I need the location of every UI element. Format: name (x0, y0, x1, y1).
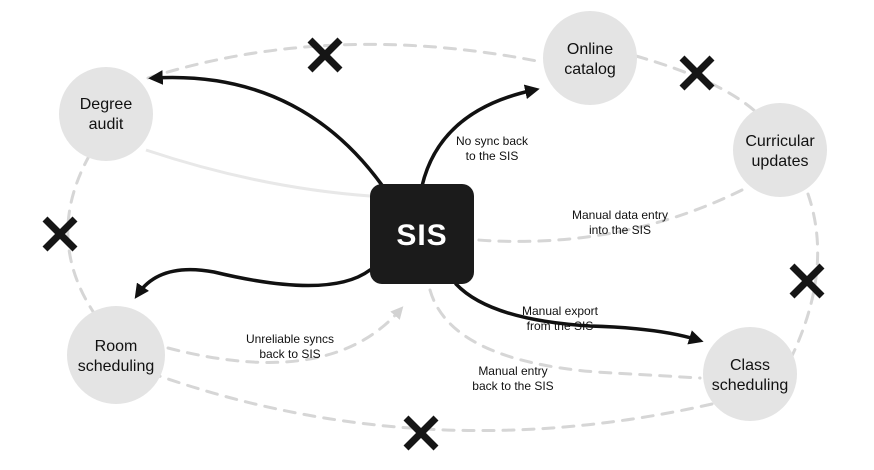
edge-label-line: No sync back (456, 134, 529, 148)
node-label-line: audit (89, 116, 124, 133)
node-circle (543, 11, 637, 105)
dashed-link-degree-catalog (146, 42, 544, 80)
broken-link-cross-icon (789, 263, 825, 299)
node-online-catalog: Online catalog (543, 11, 637, 105)
sis-hub-box (370, 184, 474, 284)
edge-label-line: from the SIS (527, 319, 594, 333)
node-degree-audit: Degree audit (59, 67, 153, 161)
edge-label-line: back to SIS (259, 347, 320, 361)
edge-label-line: Unreliable syncs (246, 332, 334, 346)
edge-label-manual-export: Manual export from the SIS (522, 304, 599, 333)
edge-label-line: into the SIS (589, 223, 651, 237)
edge-label-unreliable-syncs: Unreliable syncs back to SIS (246, 332, 334, 361)
node-label-line: Class (730, 357, 770, 374)
node-label-line: scheduling (78, 358, 155, 375)
arrow-sis-to-room-scheduling (134, 267, 372, 299)
broken-link-cross-icon (42, 216, 78, 252)
edge-label-manual-data-entry: Manual data entry into the SIS (572, 208, 668, 237)
node-label-line: updates (752, 153, 809, 170)
arrow-sis-to-class-scheduling (454, 282, 704, 345)
node-label-line: Curricular (745, 133, 815, 150)
node-circle (59, 67, 153, 161)
edge-label-line: Manual entry (478, 364, 547, 378)
broken-link-cross-icon (403, 415, 439, 451)
dashed-link-room-degree (66, 156, 98, 318)
broken-link-cross-icon (679, 55, 715, 91)
node-circle (733, 103, 827, 197)
edge-label-line: back to the SIS (472, 379, 553, 393)
node-label-line: scheduling (712, 377, 789, 394)
arrow-sis-to-degree-audit (148, 70, 386, 190)
faint-link-degree-sis (145, 148, 371, 198)
edge-label-manual-entry-back: Manual entry back to the SIS (472, 364, 553, 393)
node-label-line: Degree (80, 96, 133, 113)
node-label-line: Room (95, 338, 138, 355)
node-label-line: Online (567, 41, 613, 58)
node-curricular-updates: Curricular updates (733, 103, 827, 197)
node-circle (67, 306, 165, 404)
dashed-link-sis-class (428, 288, 702, 380)
edge-label-line: to the SIS (466, 149, 519, 163)
sis-hub-label: SIS (396, 219, 447, 252)
edge-label-line: Manual data entry (572, 208, 668, 222)
dashed-link-catalog-curricular (634, 54, 758, 114)
node-room-scheduling: Room scheduling (67, 306, 165, 404)
sis-hub: SIS (370, 184, 474, 284)
dashed-link-room-sis (166, 306, 404, 364)
arrow-sis-to-online-catalog (420, 84, 540, 188)
node-circle (703, 327, 797, 421)
edge-label-no-sync: No sync back to the SIS (456, 134, 529, 163)
edge-label-line: Manual export (522, 304, 599, 318)
node-label-line: catalog (564, 61, 616, 78)
node-class-scheduling: Class scheduling (703, 327, 797, 421)
broken-link-cross-icon (307, 37, 343, 73)
